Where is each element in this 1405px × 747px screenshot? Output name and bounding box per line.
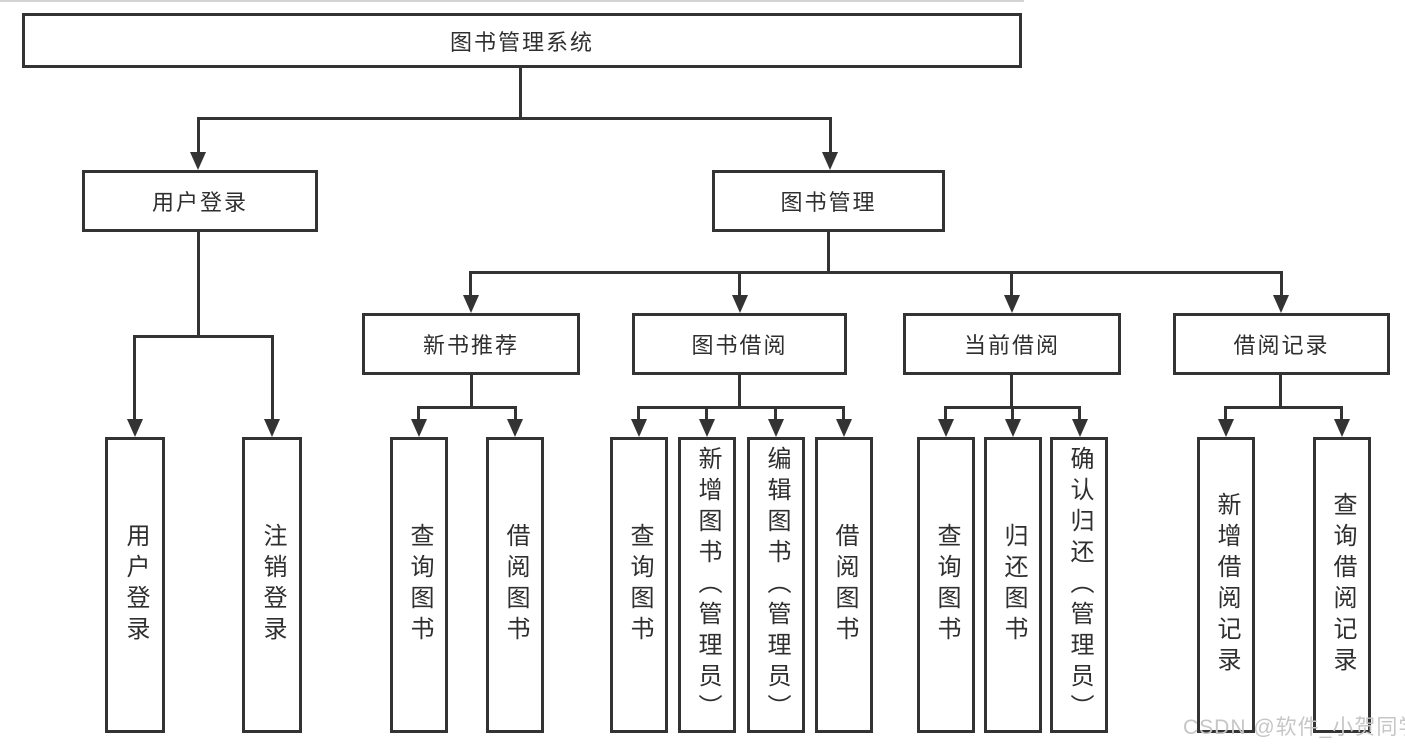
- node-new-books-label: 新书推荐: [422, 333, 519, 358]
- leaf-label: 查询图书: [933, 523, 960, 647]
- leaf-label: 查询图书: [406, 523, 433, 647]
- leaf-label: 注销登录: [259, 523, 286, 647]
- screenshot-top-edge-line: [0, 0, 1024, 2]
- connector-new-books-down: [470, 375, 473, 409]
- arrow-down-icon: [190, 152, 206, 170]
- connector-book-mgmt-stem: [829, 117, 832, 155]
- node-book-mgmt-label: 图书管理: [780, 190, 877, 215]
- arrow-down-icon: [127, 419, 143, 437]
- arrow-down-icon: [264, 419, 280, 437]
- arrow-down-icon: [836, 419, 852, 437]
- connector-borrow-records-bus: [1224, 406, 1343, 409]
- connector-leaf-stem: [1340, 406, 1343, 424]
- arrow-down-icon: [507, 419, 523, 437]
- connector-user-down: [197, 232, 200, 338]
- node-borrow-records: 借阅记录: [1173, 313, 1390, 375]
- node-root-label: 图书管理系统: [449, 29, 594, 55]
- node-book-borrow-label: 图书借阅: [691, 333, 788, 358]
- connector-leaf-stem: [417, 406, 420, 424]
- connector-book-borrow-down: [738, 375, 741, 409]
- connector-user-bus: [133, 335, 274, 338]
- connector-new-books-stem: [469, 271, 472, 298]
- connector-user-leaf2-stem: [271, 335, 274, 424]
- arrow-down-icon: [938, 419, 954, 437]
- arrow-down-icon: [1273, 295, 1289, 313]
- leaf-borrow-edit-admin: 编辑图书（管理员）: [747, 437, 805, 733]
- connector-mgmt-down: [827, 232, 830, 274]
- connector-user-leaf1-stem: [133, 335, 136, 424]
- node-new-books: 新书推荐: [362, 313, 580, 375]
- connector-root-stem: [519, 68, 522, 120]
- connector-leaf-stem: [842, 406, 845, 424]
- arrow-down-icon: [822, 152, 838, 170]
- arrow-down-icon: [463, 295, 479, 313]
- connector-book-borrow-stem: [738, 271, 741, 298]
- leaf-borrow-add-admin: 新增图书（管理员）: [678, 437, 736, 733]
- node-current-borrow-label: 当前借阅: [963, 333, 1060, 358]
- leaf-label: 归还图书: [1000, 523, 1027, 647]
- leaf-label: 查询图书: [626, 523, 653, 647]
- leaf-label: 借阅图书: [831, 523, 858, 647]
- leaf-new-books-query: 查询图书: [390, 437, 448, 733]
- leaf-current-confirm-return-admin: 确认归还（管理员）: [1050, 437, 1108, 733]
- connector-leaf-stem: [1224, 406, 1227, 424]
- node-current-borrow: 当前借阅: [903, 313, 1121, 375]
- leaf-records-add: 新增借阅记录: [1197, 437, 1255, 733]
- leaf-current-return: 归还图书: [984, 437, 1042, 733]
- arrow-down-icon: [1005, 419, 1021, 437]
- connector-current-borrow-down: [1010, 375, 1013, 409]
- arrow-down-icon: [411, 419, 427, 437]
- leaf-label: 编辑图书（管理员）: [763, 445, 790, 725]
- connector-leaf-stem: [1078, 406, 1081, 424]
- csdn-watermark: CSDN @软件_小贺同学: [1183, 716, 1405, 739]
- node-root: 图书管理系统: [22, 13, 1022, 68]
- arrow-down-icon: [1004, 295, 1020, 313]
- arrow-down-icon: [768, 419, 784, 437]
- connector-user-login-stem: [197, 117, 200, 155]
- connector-level2-bus: [197, 117, 832, 120]
- node-borrow-records-label: 借阅记录: [1233, 333, 1330, 358]
- arrow-down-icon: [1218, 419, 1234, 437]
- node-book-borrow: 图书借阅: [632, 313, 847, 375]
- arrow-down-icon: [732, 295, 748, 313]
- connector-new-books-bus: [417, 406, 517, 409]
- connector-leaf-stem: [944, 406, 947, 424]
- connector-leaf-stem: [637, 406, 640, 424]
- connector-leaf-stem: [705, 406, 708, 424]
- leaf-label: 新增借阅记录: [1213, 492, 1240, 678]
- node-book-mgmt: 图书管理: [712, 170, 945, 232]
- arrow-down-icon: [1072, 419, 1088, 437]
- leaf-logout: 注销登录: [242, 437, 302, 733]
- arrow-down-icon: [699, 419, 715, 437]
- connector-borrow-records-stem: [1280, 271, 1283, 298]
- connector-leaf-stem: [1011, 406, 1014, 424]
- leaf-borrow-query: 查询图书: [610, 437, 668, 733]
- leaf-user-login: 用户登录: [105, 437, 165, 733]
- leaf-label: 新增图书（管理员）: [694, 445, 721, 725]
- node-user-login-label: 用户登录: [151, 190, 248, 215]
- connector-borrow-records-down: [1279, 375, 1282, 409]
- leaf-label: 查询借阅记录: [1329, 492, 1356, 678]
- connector-leaf-stem: [514, 406, 517, 424]
- connector-level3-bus: [469, 271, 1283, 274]
- node-user-login: 用户登录: [82, 170, 318, 232]
- arrow-down-icon: [631, 419, 647, 437]
- leaf-label: 借阅图书: [502, 523, 529, 647]
- leaf-label: 确认归还（管理员）: [1066, 445, 1093, 725]
- leaf-label: 用户登录: [122, 523, 149, 647]
- leaf-records-query: 查询借阅记录: [1313, 437, 1371, 733]
- connector-leaf-stem: [774, 406, 777, 424]
- leaf-new-books-borrow: 借阅图书: [486, 437, 544, 733]
- arrow-down-icon: [1334, 419, 1350, 437]
- leaf-borrow-borrow: 借阅图书: [815, 437, 873, 733]
- leaf-current-query: 查询图书: [917, 437, 975, 733]
- connector-current-borrow-stem: [1010, 271, 1013, 298]
- connector-book-borrow-bus: [637, 406, 845, 409]
